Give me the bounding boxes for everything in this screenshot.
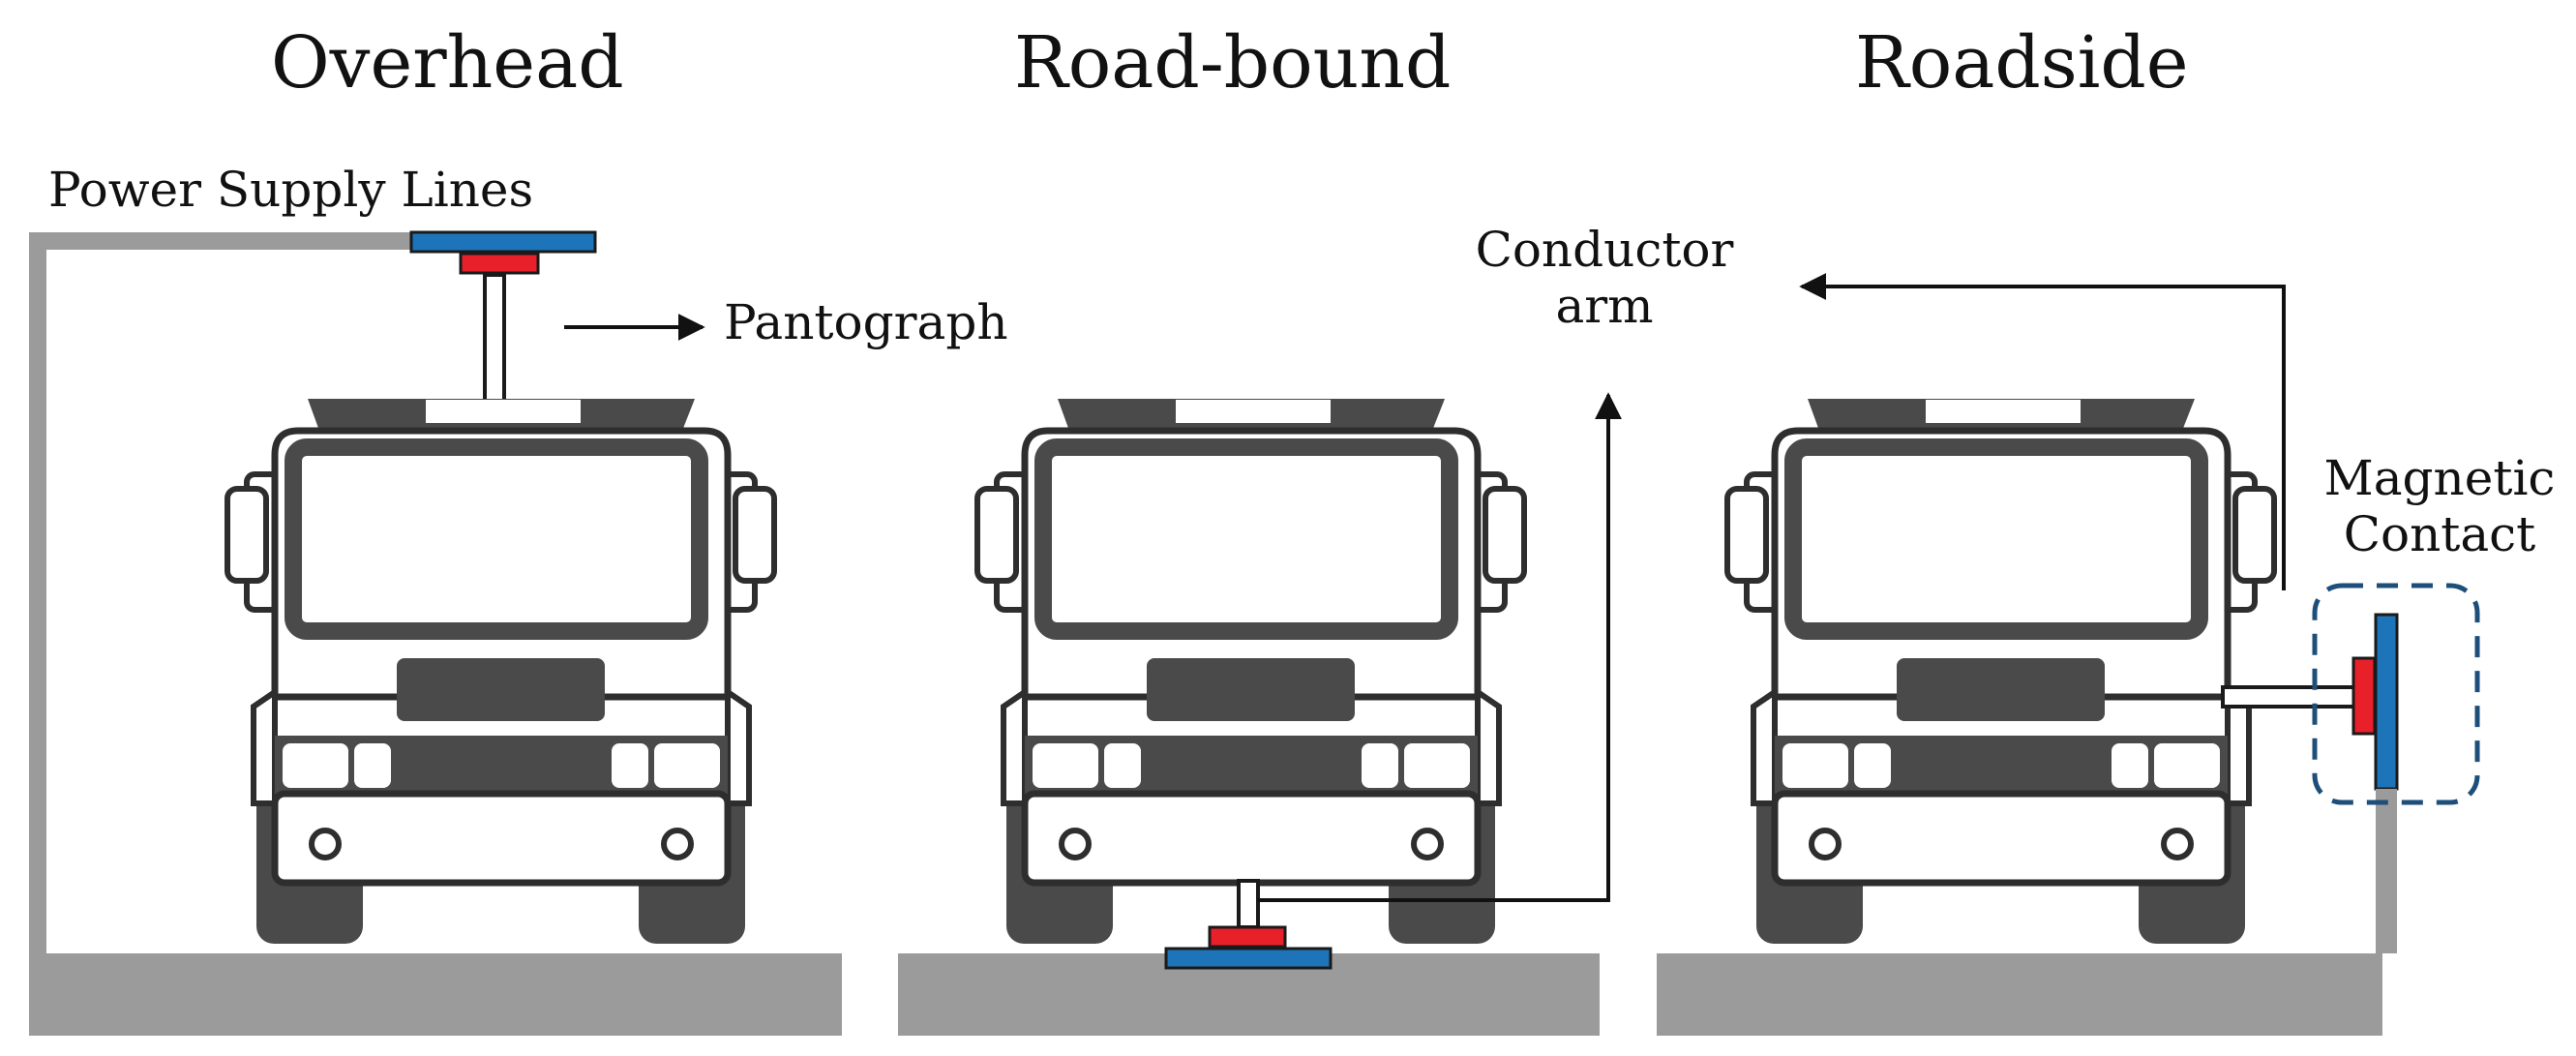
- roadside-post: [2376, 789, 2397, 953]
- label-magnetic-contact-line1: Magnetic: [2323, 450, 2556, 506]
- truck-icon-road-bound: [977, 399, 1524, 944]
- conductor-arm-arrow-left: [1799, 273, 2286, 590]
- label-conductor-arm: Conductor arm: [1459, 222, 1750, 334]
- label-power-supply-lines: Power Supply Lines: [48, 162, 534, 218]
- power-supply-line-bar: [409, 230, 597, 254]
- label-pantograph: Pantograph: [724, 294, 1008, 350]
- label-conductor-arm-line2: arm: [1555, 277, 1654, 334]
- conductor-arm-arrow-up: [1258, 392, 1622, 902]
- title-road-bound: Road-bound: [1014, 21, 1452, 105]
- truck-icon-roadside: [1727, 399, 2274, 944]
- roadside-rail: [2374, 613, 2399, 791]
- roadside-arm: [2221, 685, 2360, 709]
- ground-overhead: [29, 953, 842, 1036]
- pantograph-contact: [459, 252, 540, 275]
- road-bound-arm: [1237, 879, 1260, 929]
- road-bound-rail: [1164, 947, 1333, 970]
- magnetic-contact-box: [2312, 583, 2480, 805]
- ground-roadside: [1657, 953, 2382, 1036]
- truck-icon-overhead: [227, 399, 774, 944]
- label-conductor-arm-line1: Conductor: [1475, 222, 1734, 278]
- title-overhead: Overhead: [271, 21, 624, 105]
- label-magnetic-contact-line2: Contact: [2343, 505, 2536, 562]
- label-magnetic-contact: Magnetic Contact: [2313, 450, 2566, 562]
- road-bound-contact: [1208, 925, 1287, 949]
- title-roadside: Roadside: [1855, 21, 2189, 105]
- overhead-pole: [29, 232, 411, 953]
- pantograph-arm: [483, 273, 506, 403]
- roadside-contact: [2351, 656, 2377, 736]
